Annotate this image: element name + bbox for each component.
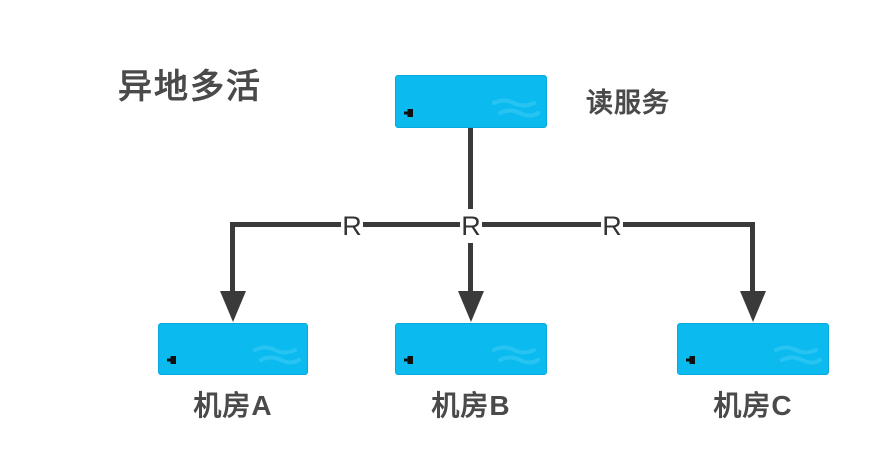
cursor-mark-icon: [167, 356, 176, 364]
cursor-mark-icon: [404, 356, 413, 364]
read-service-label: 读服务: [586, 87, 670, 118]
room-c-label: 机房C: [713, 390, 793, 421]
room-a-label: 机房A: [193, 390, 273, 421]
cursor-mark-icon: [686, 356, 695, 364]
watermark-squiggle-icon: [253, 345, 301, 365]
connector-vertical-right: [750, 222, 755, 293]
link-label-r1: R: [341, 209, 363, 243]
room-a-node: [158, 323, 308, 375]
link-label-r3: R: [601, 209, 623, 243]
room-b-node: [395, 323, 547, 375]
cursor-mark-icon: [404, 109, 413, 117]
read-service-label-box: 读服务: [556, 75, 700, 125]
arrowhead-down-icon: [220, 291, 246, 322]
arrowhead-down-icon: [458, 291, 484, 322]
read-service-node: [395, 75, 547, 128]
room-b-label: 机房B: [431, 390, 511, 421]
arrowhead-down-icon: [740, 291, 766, 322]
watermark-squiggle-icon: [492, 345, 540, 365]
watermark-squiggle-icon: [774, 345, 822, 365]
connector-horizontal-bus: [231, 222, 755, 227]
room-c-node: [677, 323, 829, 375]
diagram-title-box: 异地多活: [48, 48, 332, 118]
diagram-title: 异地多活: [118, 67, 262, 106]
connector-vertical-left: [230, 222, 235, 293]
watermark-squiggle-icon: [492, 98, 540, 118]
link-label-r2: R: [460, 209, 482, 243]
